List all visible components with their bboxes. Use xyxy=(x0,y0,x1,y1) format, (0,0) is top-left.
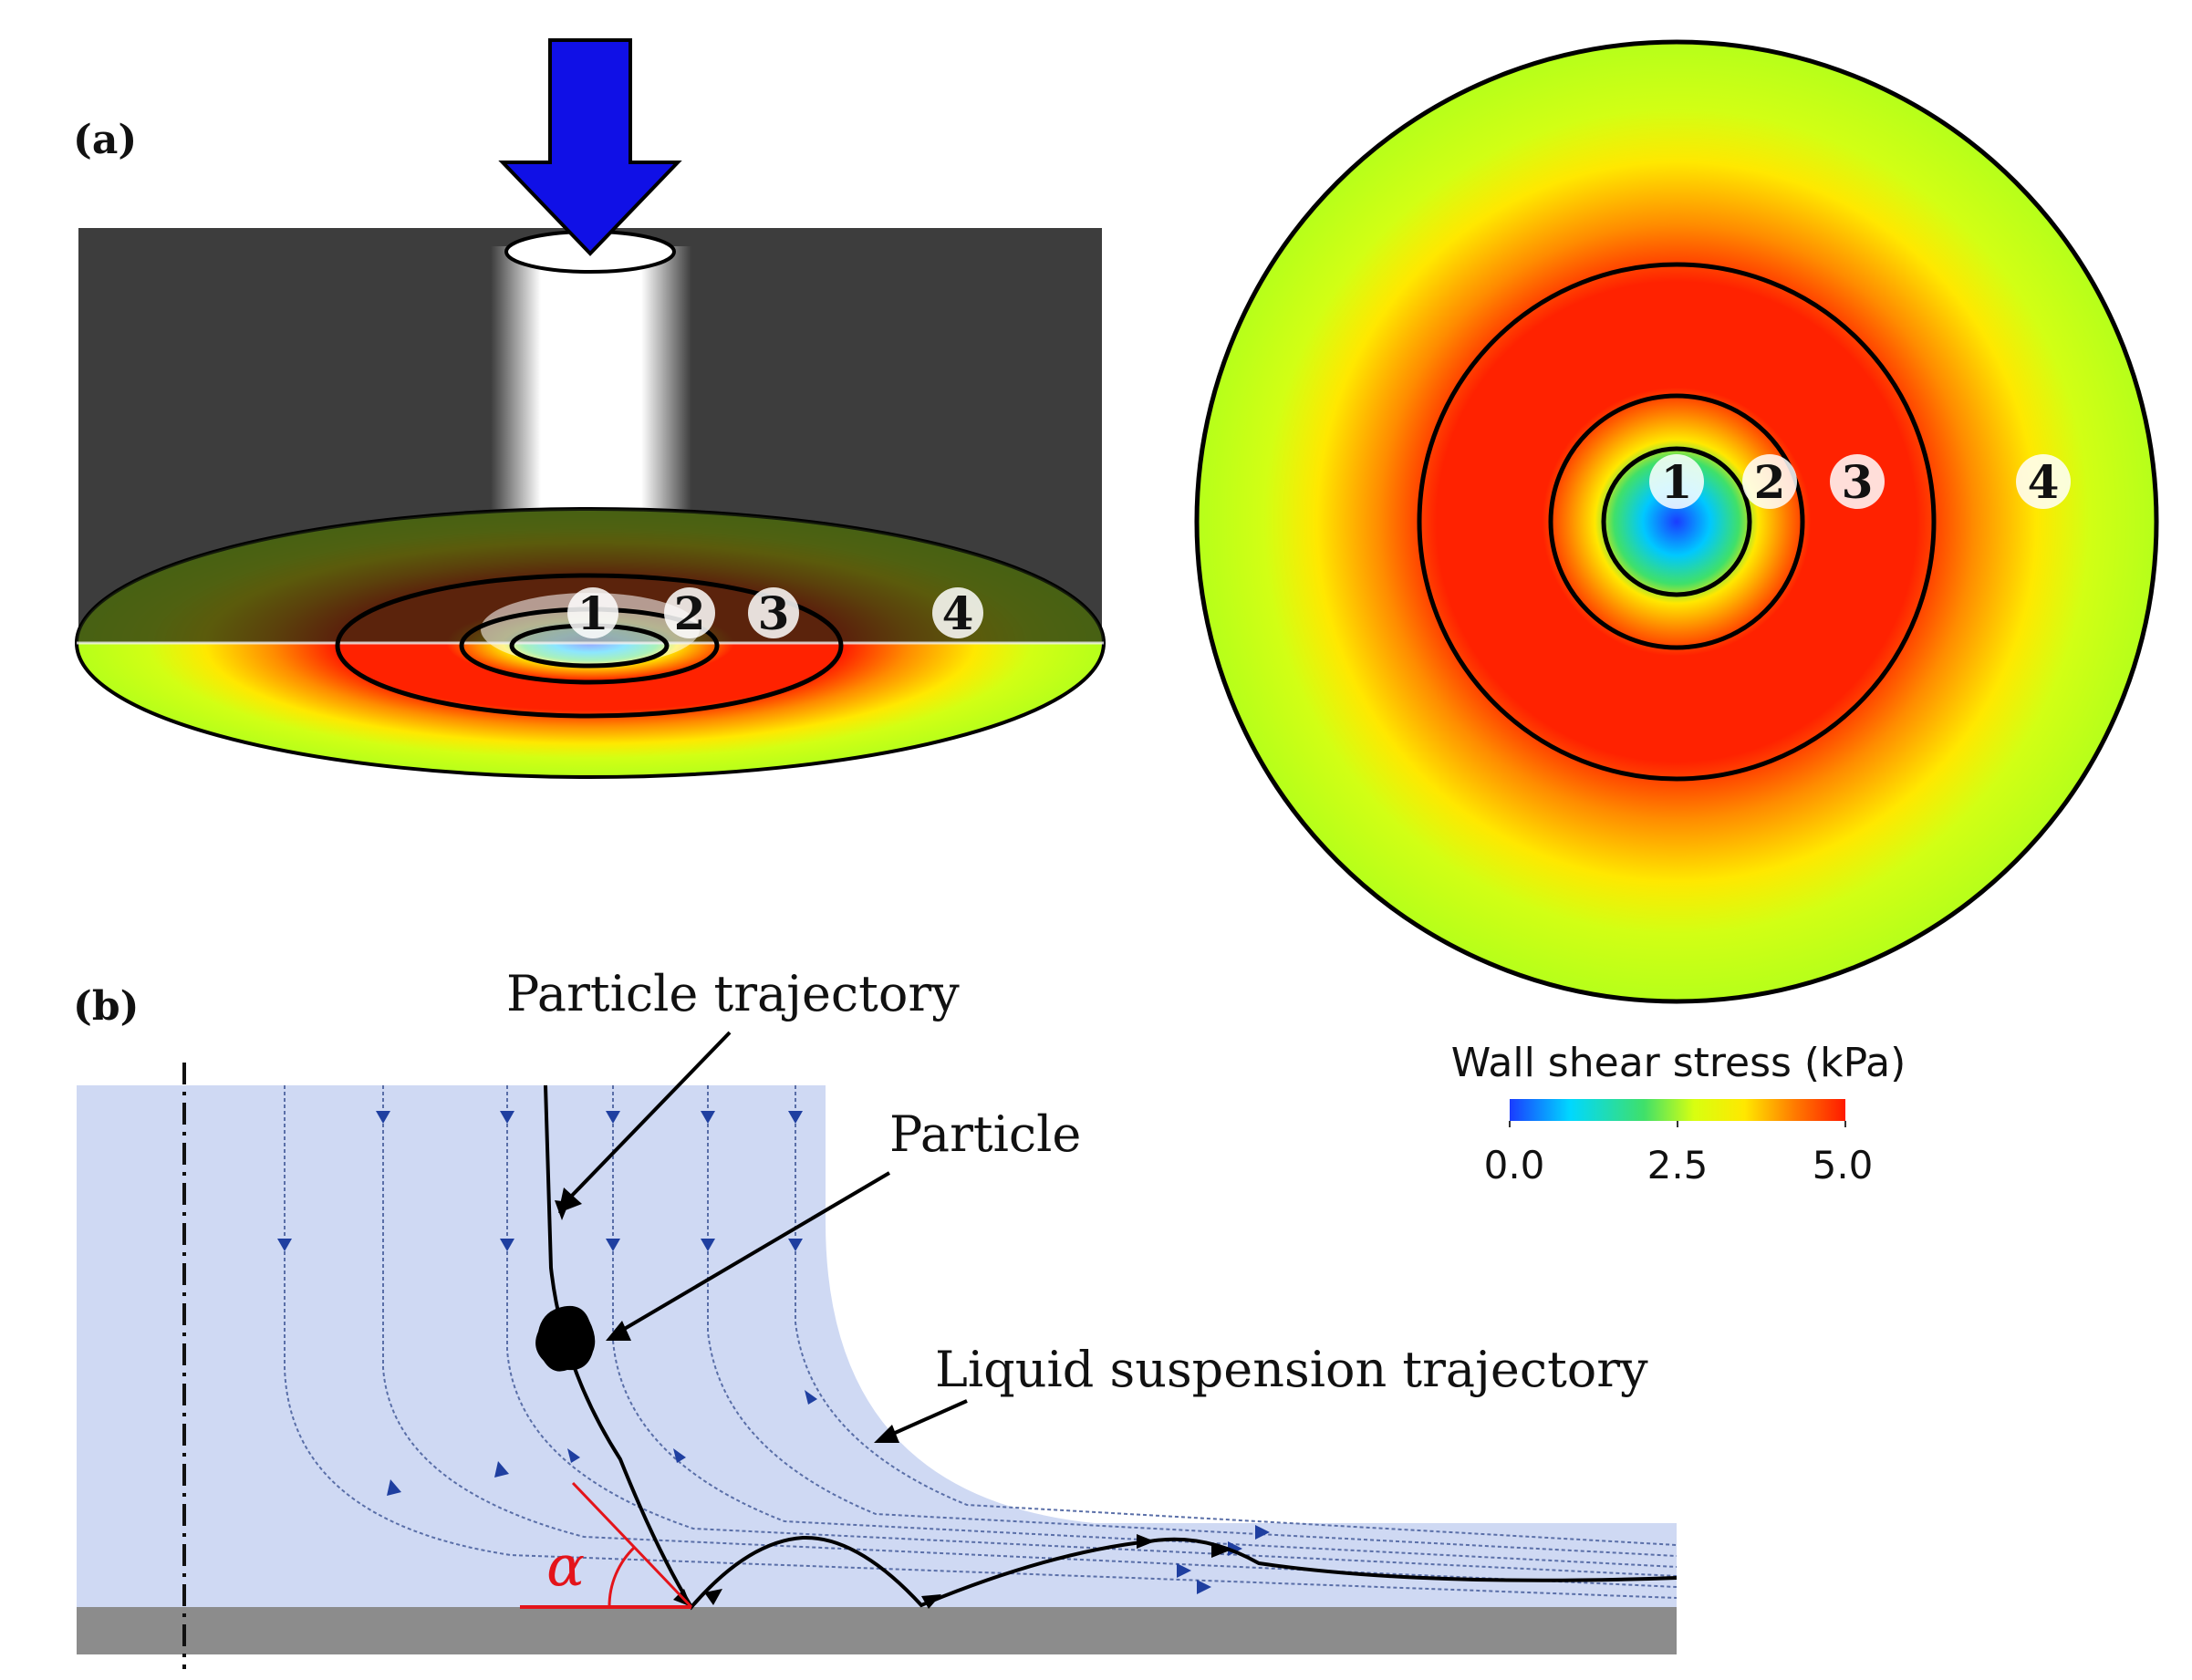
colorbar: Wall shear stress (kPa) 0.0 2.5 5.0 xyxy=(1451,1040,1906,1187)
streamline-arrow xyxy=(606,1239,620,1251)
top-zone-label-3: 3 xyxy=(1842,455,1874,509)
particle-path-arrow xyxy=(921,1594,941,1609)
streamline-arrow xyxy=(701,1239,715,1251)
zone-markers-3d: 1 2 3 4 xyxy=(567,586,983,640)
zone-label-2: 2 xyxy=(674,586,706,640)
wall-shear-top-view: 1 2 3 4 xyxy=(1194,39,2159,1004)
zone-label-1: 1 xyxy=(577,586,609,640)
particle-path-arrow xyxy=(1137,1534,1155,1549)
streamline-arrow xyxy=(567,1448,580,1463)
top-zone-label-1: 1 xyxy=(1661,455,1693,509)
particle-path-arrow xyxy=(704,1589,722,1605)
top-zone-label-4: 4 xyxy=(2028,455,2060,509)
colorbar-ramp xyxy=(1510,1099,1845,1121)
streamline-arrow xyxy=(494,1461,509,1478)
zone-label-4: 4 xyxy=(942,586,974,640)
colorbar-tick-2: 5.0 xyxy=(1813,1143,1874,1187)
streamline-arrow xyxy=(788,1111,803,1124)
jet-direction-arrow xyxy=(498,38,682,256)
top-view-disk xyxy=(1194,39,2159,1004)
particle-path-arrow xyxy=(1211,1543,1230,1558)
streamline-arrow xyxy=(277,1239,292,1251)
flow-domain xyxy=(77,1063,1677,1669)
particle-blob xyxy=(535,1305,596,1372)
colorbar-title: Wall shear stress (kPa) xyxy=(1451,1040,1906,1086)
callout-liquid-trajectory: Liquid suspension trajectory xyxy=(935,1341,1648,1398)
impingement-wall xyxy=(77,1607,1677,1654)
angle-label: α xyxy=(546,1532,585,1599)
callout-particle-trajectory: Particle trajectory xyxy=(506,965,960,1022)
panel-a-label: (a) xyxy=(73,117,137,163)
top-ring-3 xyxy=(1417,262,1937,782)
streamline-arrow xyxy=(788,1239,803,1251)
callout-particle: Particle xyxy=(889,1105,1081,1163)
fluid-region xyxy=(77,1085,1677,1607)
streamline-arrow xyxy=(1255,1525,1270,1540)
streamline-arrow xyxy=(387,1479,401,1496)
ring-3 xyxy=(335,573,844,719)
nozzle-3d-view xyxy=(75,38,1106,779)
streamline-arrow xyxy=(1197,1580,1211,1594)
impingement-angle: α xyxy=(520,1481,693,1609)
top-ring-1 xyxy=(1601,446,1752,597)
streamline-arrow xyxy=(376,1111,390,1124)
zone-label-3: 3 xyxy=(758,586,790,640)
streamline-arrow xyxy=(500,1111,514,1124)
liquid-streamlines xyxy=(284,1085,1678,1599)
streamline-arrowheads xyxy=(277,1111,1270,1594)
particle-trajectory xyxy=(535,1084,1678,1611)
colorbar-tick-0: 0.0 xyxy=(1484,1143,1545,1187)
callouts: Particle trajectory Particle Liquid susp… xyxy=(506,965,1648,1443)
top-zone-label-2: 2 xyxy=(1754,455,1786,509)
colorbar-tick-1: 2.5 xyxy=(1647,1143,1709,1187)
top-ring-2 xyxy=(1548,393,1805,650)
streamline-arrow xyxy=(1228,1541,1242,1556)
streamline-arrow xyxy=(1177,1563,1191,1578)
streamline-arrow xyxy=(500,1239,514,1251)
panel-b-label: (b) xyxy=(73,983,139,1030)
streamline-arrow xyxy=(606,1111,620,1124)
streamline-arrow xyxy=(701,1111,715,1124)
streamline-arrow xyxy=(673,1448,686,1463)
streamline-arrow xyxy=(805,1390,817,1405)
particle-path xyxy=(544,1084,1678,1611)
